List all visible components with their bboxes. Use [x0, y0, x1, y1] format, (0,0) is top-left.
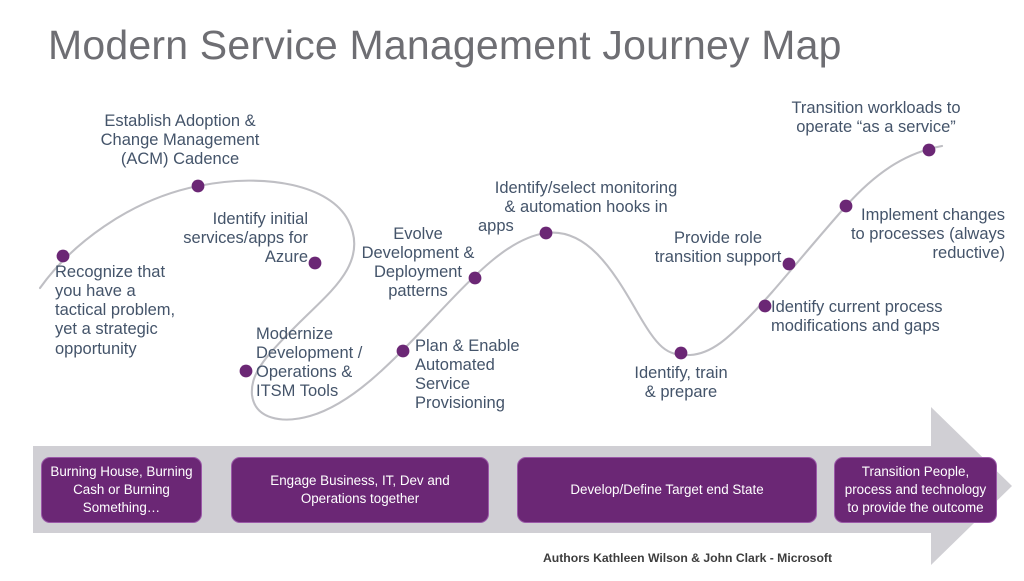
page-title: Modern Service Management Journey Map: [48, 22, 842, 68]
caption-plan-enable-automated-service-provisioning: Plan & Enable Automated Service Provisio…: [415, 337, 555, 414]
caption-line: Identify current process: [771, 298, 943, 316]
caption-identify-train-prepare: Identify, train & prepare: [613, 364, 749, 402]
caption-line: patterns: [388, 282, 448, 301]
caption-monitoring-automation-hooks: Identify/select monitoring & automation …: [478, 179, 694, 236]
caption-transition-workloads-as-a-service: Transition workloads to operate “as a se…: [770, 99, 982, 137]
stage-line: Engage Business, IT, Dev and: [270, 473, 450, 489]
caption-line: transition support: [654, 248, 782, 267]
caption-line: Development /: [256, 344, 363, 363]
caption-modernize-dev-ops-itsm: Modernize Development / Operations & ITS…: [256, 325, 376, 402]
caption-line: Azure: [264, 248, 308, 267]
caption-line: ITSM Tools: [256, 382, 339, 401]
caption-implement-changes-processes: Implement changes to processes (always r…: [808, 206, 1005, 263]
stage-line: to provide the outcome: [847, 499, 984, 515]
caption-line: (ACM) Cadence: [120, 150, 240, 169]
authors-credit: Authors Kathleen Wilson & John Clark - M…: [543, 551, 833, 565]
caption-line: to processes (always: [850, 225, 1005, 244]
caption-line: services/apps for: [183, 229, 308, 248]
caption-line: modifications and gaps: [771, 317, 940, 336]
caption-line: yet a strategic: [55, 320, 158, 339]
stage-line: Cash or Burning: [73, 482, 170, 498]
milestone-dot-identify-initial-services[interactable]: [308, 256, 322, 270]
stage-line: Burning House, Burning: [50, 464, 193, 480]
caption-line: Operations &: [256, 363, 353, 382]
caption-line: Deployment: [373, 263, 463, 282]
stage-box-burning[interactable]: Burning House, Burning Cash or Burning S…: [41, 457, 202, 523]
milestone-dot-plan-enable-automated-service-provisioning[interactable]: [396, 344, 410, 358]
stage-box-transition-people[interactable]: Transition People, process and technolog…: [834, 457, 997, 523]
caption-line: Identify initial: [212, 210, 308, 228]
caption-line: Evolve: [393, 225, 443, 243]
caption-line: Transition workloads to: [791, 99, 961, 117]
caption-acm-cadence: Establish Adoption & Change Management (…: [55, 112, 305, 169]
stage-line: Something…: [82, 499, 161, 515]
caption-line: tactical problem,: [55, 301, 176, 320]
caption-line: Plan & Enable: [415, 337, 520, 355]
caption-line: reductive): [932, 244, 1005, 263]
caption-identify-initial-services: Identify initial services/apps for Azure: [140, 210, 308, 267]
stage-line: Transition People,: [861, 464, 970, 480]
milestone-dot-modernize-dev-ops-itsm[interactable]: [239, 364, 253, 378]
caption-line: Recognize that: [55, 263, 166, 281]
caption-identify-current-process-modifications: Identify current process modifications a…: [771, 298, 971, 336]
caption-line: Modernize: [256, 325, 334, 343]
caption-line: Provide role: [673, 229, 763, 247]
milestone-dot-identify-train-prepare[interactable]: [674, 346, 688, 360]
caption-line: you have a: [55, 282, 136, 301]
stage-line: Develop/Define Target end State: [570, 482, 764, 498]
milestone-dot-acm-cadence[interactable]: [191, 179, 205, 193]
caption-line: Development &: [361, 244, 475, 263]
caption-line: Identify, train: [634, 364, 728, 382]
milestone-dot-recognize[interactable]: [56, 249, 70, 263]
caption-line: Service: [415, 375, 471, 394]
caption-line: Automated: [415, 356, 495, 375]
caption-line: Implement changes: [861, 206, 1005, 224]
caption-line: Identify/select monitoring: [494, 179, 678, 197]
stage-line: process and technology: [844, 482, 987, 498]
caption-line: apps: [478, 217, 514, 236]
caption-line: Change Management: [100, 131, 260, 150]
caption-line: Provisioning: [415, 394, 505, 413]
milestone-dot-transition-workloads-as-a-service[interactable]: [922, 143, 936, 157]
caption-line: opportunity: [55, 339, 137, 358]
stage-box-develop-define[interactable]: Develop/Define Target end State: [517, 457, 817, 523]
stage-line: Operations together: [300, 491, 420, 506]
milestone-dot-identify-current-process-modifications[interactable]: [758, 299, 772, 313]
caption-recognize: Recognize that you have a tactical probl…: [55, 263, 225, 359]
caption-line: Establish Adoption &: [104, 112, 256, 130]
caption-evolve-dev-deployment-patterns: Evolve Development & Deployment patterns: [353, 225, 483, 302]
caption-provide-role-transition-support: Provide role transition support: [646, 229, 790, 267]
stage-box-engage[interactable]: Engage Business, IT, Dev and Operations …: [231, 457, 489, 523]
caption-line: operate “as a service”: [796, 118, 956, 137]
caption-line: & automation hooks in: [504, 198, 668, 217]
caption-line: & prepare: [644, 383, 718, 402]
